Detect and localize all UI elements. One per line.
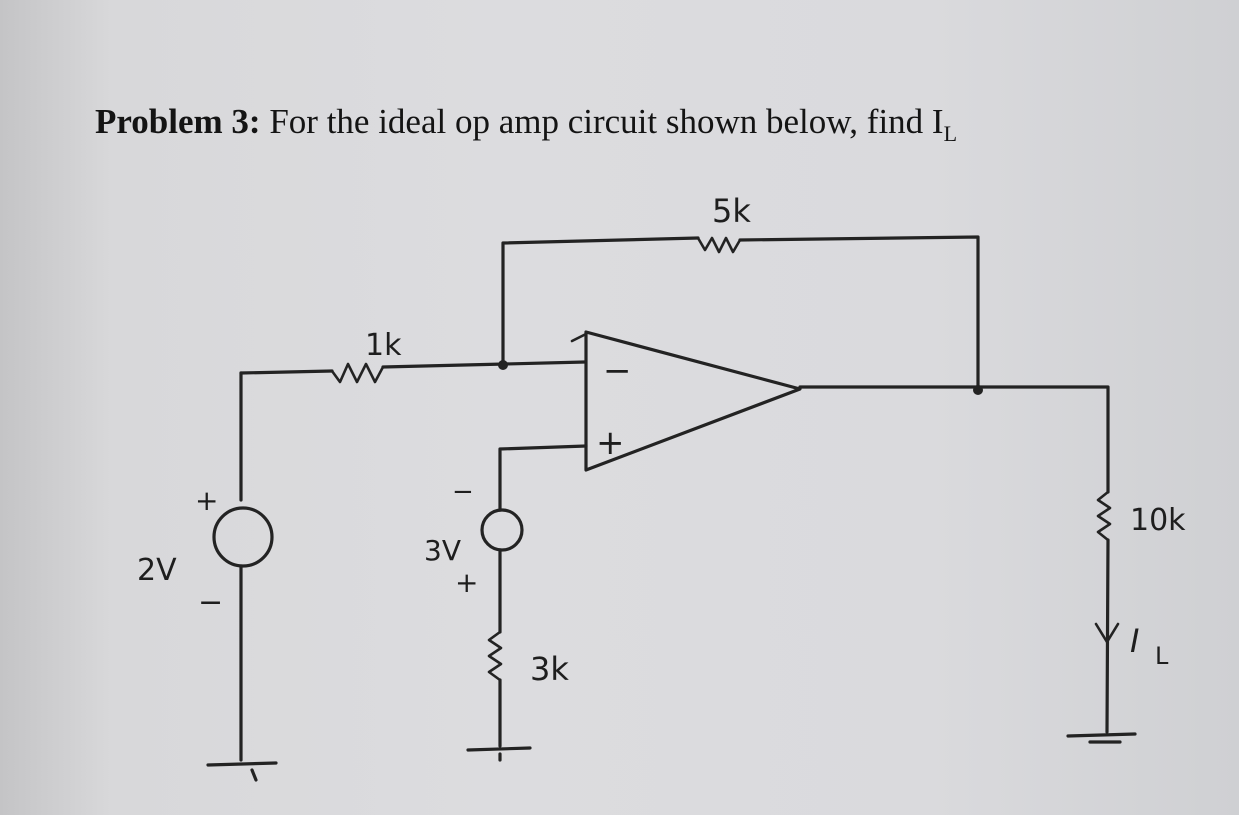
opamp-plus-sign: + bbox=[596, 423, 625, 463]
problem-label: Problem 3: bbox=[95, 102, 261, 141]
resistor-1k-label: 1k bbox=[365, 328, 402, 363]
resistor-10k bbox=[1096, 490, 1112, 542]
problem-text: For the ideal op amp circuit shown below… bbox=[269, 102, 944, 141]
resistor-3k-label: 3k bbox=[530, 650, 569, 688]
resistor-5k bbox=[696, 236, 742, 254]
wire-feedback-up bbox=[501, 236, 700, 367]
voltage-source-3v bbox=[480, 508, 524, 552]
ground-right bbox=[1066, 732, 1137, 744]
wire-output bbox=[798, 385, 1110, 494]
opamp-triangle bbox=[584, 330, 802, 472]
source-left-minus: − bbox=[198, 585, 223, 620]
opamp-pin-mark bbox=[570, 332, 588, 343]
problem-subscript: L bbox=[943, 121, 958, 146]
ground-mid bbox=[466, 746, 532, 762]
source-left-value: 2V bbox=[137, 553, 177, 588]
wire-input bbox=[239, 369, 334, 375]
voltage-source-2v bbox=[212, 506, 274, 568]
source-mid-value: 3V bbox=[424, 534, 461, 567]
wire-input-2 bbox=[381, 360, 587, 369]
resistor-1k bbox=[330, 362, 385, 384]
problem-title: Problem 3: For the ideal op amp circuit … bbox=[95, 102, 957, 147]
resistor-5k-label: 5k bbox=[712, 192, 751, 230]
current-subscript: L bbox=[1155, 642, 1169, 670]
wire-feedback-right bbox=[738, 235, 980, 390]
wire-noninverting bbox=[498, 444, 588, 512]
source-mid-minus: − bbox=[452, 477, 474, 507]
wire-load bbox=[1105, 538, 1110, 734]
ground-left bbox=[206, 761, 278, 782]
resistor-10k-label: 10k bbox=[1130, 503, 1186, 538]
source-mid-plus: + bbox=[455, 566, 478, 599]
node-output bbox=[973, 385, 983, 395]
current-arrow bbox=[1094, 622, 1120, 644]
opamp-minus-sign: − bbox=[603, 351, 632, 391]
source-left-plus: + bbox=[195, 484, 218, 517]
current-label: I bbox=[1130, 622, 1139, 660]
resistor-3k bbox=[487, 630, 503, 682]
